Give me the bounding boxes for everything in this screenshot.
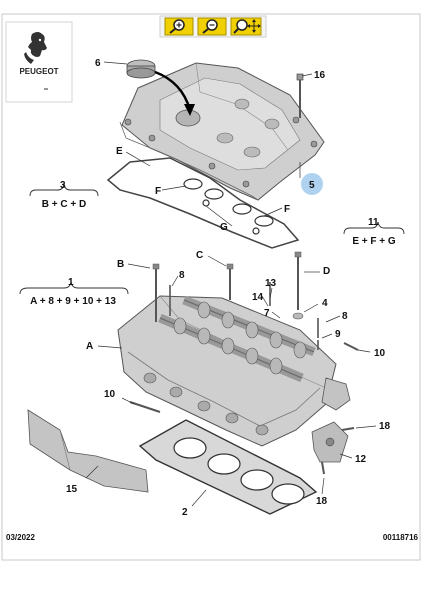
lion-emblem-icon <box>24 32 47 64</box>
callout-2: 2 <box>182 507 188 518</box>
callout-10-right: 10 <box>374 348 386 359</box>
callout-6: 6 <box>95 58 101 69</box>
callout-a: A <box>86 341 93 352</box>
toolbar <box>159 15 267 38</box>
brand-logo: PEUGEOT <box>5 21 73 103</box>
zoom-out-button[interactable] <box>197 17 227 36</box>
callout-1: 1 <box>68 277 74 288</box>
magnifier-move-icon <box>233 19 261 34</box>
group-braces <box>19 183 405 295</box>
footer-date: 03/2022 <box>6 533 35 542</box>
callout-b: B <box>117 259 124 270</box>
magnifier-minus-icon <box>202 19 218 34</box>
callout-c: C <box>196 250 203 261</box>
callout-3: 3 <box>60 180 66 191</box>
cover-gasket <box>106 157 300 249</box>
callout-18-right: 18 <box>379 421 391 432</box>
cap-pointer-arrowhead <box>184 104 195 116</box>
highlight-bubble <box>301 173 323 195</box>
formula-1: A + 8 + 9 + 10 + 13 <box>30 296 116 307</box>
heat-shield-bracket <box>27 409 149 493</box>
sensor-bracket <box>311 421 355 475</box>
cover-bolt <box>296 73 304 118</box>
zoom-pan-button[interactable] <box>230 17 262 36</box>
head-bolts <box>129 251 359 413</box>
group-formulas: B + C + D E + F + G A + 8 + 9 + 10 + 13 <box>30 199 396 307</box>
callout-d: D <box>323 266 330 277</box>
callout-f-right: F <box>284 204 290 215</box>
cylinder-head <box>117 295 351 447</box>
callout-15: 15 <box>66 484 78 495</box>
magnifier-plus-icon <box>169 19 185 34</box>
leader-lines <box>85 61 377 507</box>
callout-f-left: F <box>155 186 161 197</box>
formula-3: B + C + D <box>42 199 86 210</box>
head-gasket <box>138 419 318 515</box>
callout-4: 4 <box>322 298 328 309</box>
callout-13: 13 <box>265 278 277 289</box>
formula-11: E + F + G <box>352 236 396 247</box>
callout-16: 16 <box>314 70 326 81</box>
callout-14: 14 <box>252 292 264 303</box>
callout-11: 11 <box>368 217 379 228</box>
rocker-cover <box>119 62 325 201</box>
callout-8-top: 8 <box>179 270 185 281</box>
zoom-in-button[interactable] <box>164 17 194 36</box>
footer-reference: 00118716 <box>383 533 419 542</box>
brand-name: PEUGEOT <box>19 67 58 76</box>
page-border <box>1 13 421 561</box>
callout-e: E <box>116 146 123 157</box>
callout-12: 12 <box>355 454 367 465</box>
callout-9: 9 <box>335 329 341 340</box>
callout-g: G <box>220 222 228 233</box>
callouts: 6 16 5 E F F G 3 11 1 B 8 C 13 D 14 7 4 … <box>60 58 391 518</box>
callout-5: 5 <box>309 180 315 191</box>
callout-7: 7 <box>264 308 270 319</box>
callout-18-bottom: 18 <box>316 496 328 507</box>
oil-filler-cap <box>126 59 156 79</box>
callout-10-left: 10 <box>104 389 116 400</box>
callout-8-right: 8 <box>342 311 348 322</box>
